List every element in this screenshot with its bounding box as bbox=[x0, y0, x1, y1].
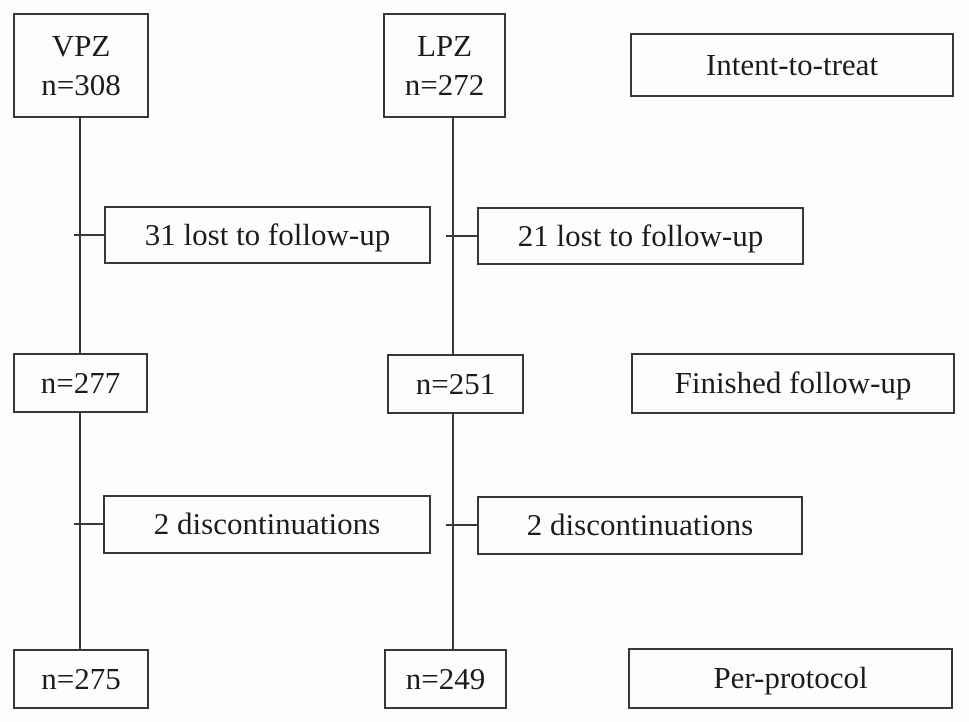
vpz-discontinuation-text: 2 discontinuations bbox=[153, 506, 381, 542]
stage-label-finished-follow-up: Finished follow-up bbox=[631, 353, 955, 414]
stage-label-per-protocol: Per-protocol bbox=[628, 648, 953, 709]
vpz-lost-connector bbox=[74, 234, 105, 236]
vpz-enrolled-count: n=308 bbox=[41, 66, 121, 102]
vpz-finished-count-box: n=277 bbox=[13, 353, 148, 413]
vpz-arm-name: VPZ bbox=[51, 27, 111, 63]
vpz-lost-box: 31 lost to follow-up bbox=[104, 206, 431, 264]
stage-label-text: Per-protocol bbox=[713, 660, 868, 696]
stage-label-text: Finished follow-up bbox=[674, 365, 912, 401]
vpz-per-protocol-count: n=275 bbox=[41, 660, 121, 696]
lpz-discontinuation-box: 2 discontinuations bbox=[477, 496, 803, 555]
stage-label-intent-to-treat: Intent-to-treat bbox=[630, 33, 954, 97]
lpz-finished-count: n=251 bbox=[415, 365, 496, 401]
vpz-discontinuation-connector bbox=[74, 523, 104, 525]
vpz-enrollment-box: VPZ n=308 bbox=[13, 13, 149, 118]
lpz-lost-box: 21 lost to follow-up bbox=[477, 207, 804, 265]
stage-label-text: Intent-to-treat bbox=[705, 46, 879, 82]
lpz-finished-count-box: n=251 bbox=[387, 354, 524, 414]
lpz-discontinuation-text: 2 discontinuations bbox=[526, 507, 754, 543]
lpz-lost-text: 21 lost to follow-up bbox=[517, 217, 764, 253]
vpz-finished-count: n=277 bbox=[40, 364, 121, 400]
lpz-per-protocol-count: n=249 bbox=[405, 660, 486, 696]
vpz-discontinuation-box: 2 discontinuations bbox=[103, 495, 431, 554]
lpz-lost-connector bbox=[446, 235, 478, 237]
lpz-per-protocol-count-box: n=249 bbox=[384, 649, 507, 709]
lpz-discontinuation-connector bbox=[446, 524, 478, 526]
lpz-enrollment-box: LPZ n=272 bbox=[383, 13, 506, 118]
vpz-per-protocol-count-box: n=275 bbox=[13, 649, 149, 709]
lpz-enrolled-count: n=272 bbox=[404, 66, 485, 102]
lpz-arm-name: LPZ bbox=[416, 27, 473, 63]
vpz-lost-text: 31 lost to follow-up bbox=[144, 216, 391, 252]
